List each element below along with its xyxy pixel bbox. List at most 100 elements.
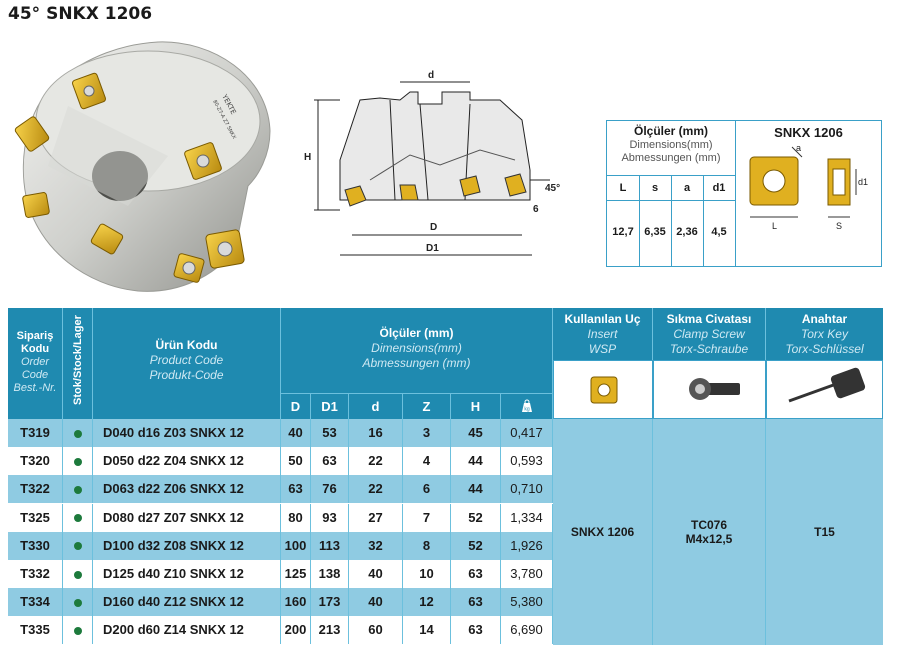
key-value-cell: T15: [766, 419, 883, 645]
insert-icon: [590, 376, 618, 404]
cell-d: 40: [349, 560, 403, 588]
cell-d: 22: [349, 475, 403, 504]
cell-d1: 93: [311, 503, 349, 532]
col-Z: Z: [403, 394, 451, 419]
cell-product: D050 d22 Z04 SNKX 12: [93, 447, 281, 476]
cell-d: 160: [281, 588, 311, 617]
cutter-technical-drawing: d H D D1 45° 6: [304, 70, 560, 256]
cell-d1: 213: [311, 616, 349, 645]
cell-h: 45: [451, 419, 501, 447]
cell-d1: 113: [311, 531, 349, 560]
cell-z: 4: [403, 447, 451, 476]
cell-d: 40: [281, 419, 311, 447]
in-stock-icon: [73, 542, 82, 551]
insert-value-cell: SNKX 1206: [553, 419, 653, 645]
cell-product: D160 d40 Z12 SNKX 12: [93, 588, 281, 617]
cell-code: T319: [8, 419, 63, 447]
cell-w: 0,710: [501, 475, 553, 504]
insert-value: SNKX 1206: [570, 525, 635, 539]
drawing-label-45: 45°: [545, 183, 560, 194]
stock-dot: [63, 560, 93, 588]
cell-w: 1,926: [501, 531, 553, 560]
insert-dimensions-box: Ölçüler (mm) Dimensions(mm) Abmessungen …: [606, 120, 882, 267]
cell-d1: 76: [311, 475, 349, 504]
cell-z: 7: [403, 503, 451, 532]
svg-text:kg: kg: [524, 407, 530, 413]
stock-dot: [63, 419, 93, 447]
torx-key-icon: [788, 367, 866, 403]
in-stock-icon: [73, 457, 82, 466]
drawing-label-H: H: [304, 152, 311, 163]
cell-d: 80: [281, 503, 311, 532]
cell-w: 3,780: [501, 560, 553, 588]
stock-dot: [63, 475, 93, 504]
stock-dot: [63, 447, 93, 476]
cell-product: D100 d32 Z08 SNKX 12: [93, 531, 281, 560]
in-stock-icon: [73, 570, 82, 579]
cell-d1: 63: [311, 447, 349, 476]
key-image-cell: [766, 360, 883, 419]
screw-image-cell: [653, 360, 766, 419]
face-mill-cutter-image: YEKTE 80-Z7-A Z7 SNKX: [14, 41, 271, 292]
cell-w: 1,334: [501, 503, 553, 532]
cell-d: 100: [281, 531, 311, 560]
dims-header-a: a: [683, 182, 691, 194]
cell-z: 14: [403, 616, 451, 645]
insert-label-d1: d1: [858, 177, 868, 187]
stock-dot: [63, 531, 93, 560]
cell-h: 63: [451, 616, 501, 645]
cell-code: T320: [8, 447, 63, 476]
screw-value-cell: TC076 M4x12,5: [653, 419, 766, 645]
col-D: D: [281, 394, 311, 419]
cell-d: 16: [349, 419, 403, 447]
cell-code: T325: [8, 503, 63, 532]
dims-header-L: L: [619, 182, 627, 194]
cell-h: 44: [451, 475, 501, 504]
cell-code: T332: [8, 560, 63, 588]
cell-d1: 138: [311, 560, 349, 588]
cell-w: 5,380: [501, 588, 553, 617]
cell-z: 10: [403, 560, 451, 588]
header-clamp-screw: Sıkma Civatası Clamp Screw Torx-Schraube: [653, 308, 766, 360]
cell-w: 0,593: [501, 447, 553, 476]
cell-product: D200 d60 Z14 SNKX 12: [93, 616, 281, 645]
stock-dot: [63, 503, 93, 532]
drawing-label-D1: D1: [426, 243, 439, 254]
in-stock-icon: [73, 485, 82, 494]
in-stock-icon: [73, 514, 82, 523]
dims-value-d1: 4,5: [711, 226, 727, 238]
cell-d1: 53: [311, 419, 349, 447]
dims-box-sub2: Abmessungen (mm): [621, 152, 721, 164]
weight-icon: kg: [521, 399, 532, 413]
cell-h: 44: [451, 447, 501, 476]
cell-z: 8: [403, 531, 451, 560]
in-stock-icon: [73, 429, 82, 438]
col-d: d: [349, 394, 403, 419]
screw-value-size: M4x12,5: [685, 532, 733, 546]
cell-d: 32: [349, 531, 403, 560]
cell-d: 125: [281, 560, 311, 588]
header-insert: Kullanılan Uç Insert WSP: [553, 308, 653, 360]
cell-code: T322: [8, 475, 63, 504]
insert-label-S: S: [836, 221, 842, 231]
cell-d: 27: [349, 503, 403, 532]
header-order-code: Sipariş Kodu Order Code Best.-Nr.: [8, 308, 63, 419]
insert-image-cell: [553, 360, 653, 419]
header-dimensions: Ölçüler (mm) Dimensions(mm) Abmessungen …: [281, 308, 553, 394]
cell-h: 52: [451, 503, 501, 532]
cell-d: 60: [349, 616, 403, 645]
cell-product: D063 d22 Z06 SNKX 12: [93, 475, 281, 504]
insert-drawing-title: SNKX 1206: [774, 125, 843, 140]
cell-z: 6: [403, 475, 451, 504]
dims-header-d1: d1: [712, 182, 726, 194]
insert-label-a: a: [796, 143, 801, 153]
header-product-code: Ürün Kodu Product Code Produkt-Code: [93, 308, 281, 419]
cell-h: 63: [451, 588, 501, 617]
dims-box-sub1: Dimensions(mm): [629, 139, 713, 151]
insert-drawing: a L d1 S: [749, 143, 868, 231]
cell-d1: 173: [311, 588, 349, 617]
product-table: Sipariş Kodu Order Code Best.-Nr. Stok/S…: [8, 308, 898, 645]
